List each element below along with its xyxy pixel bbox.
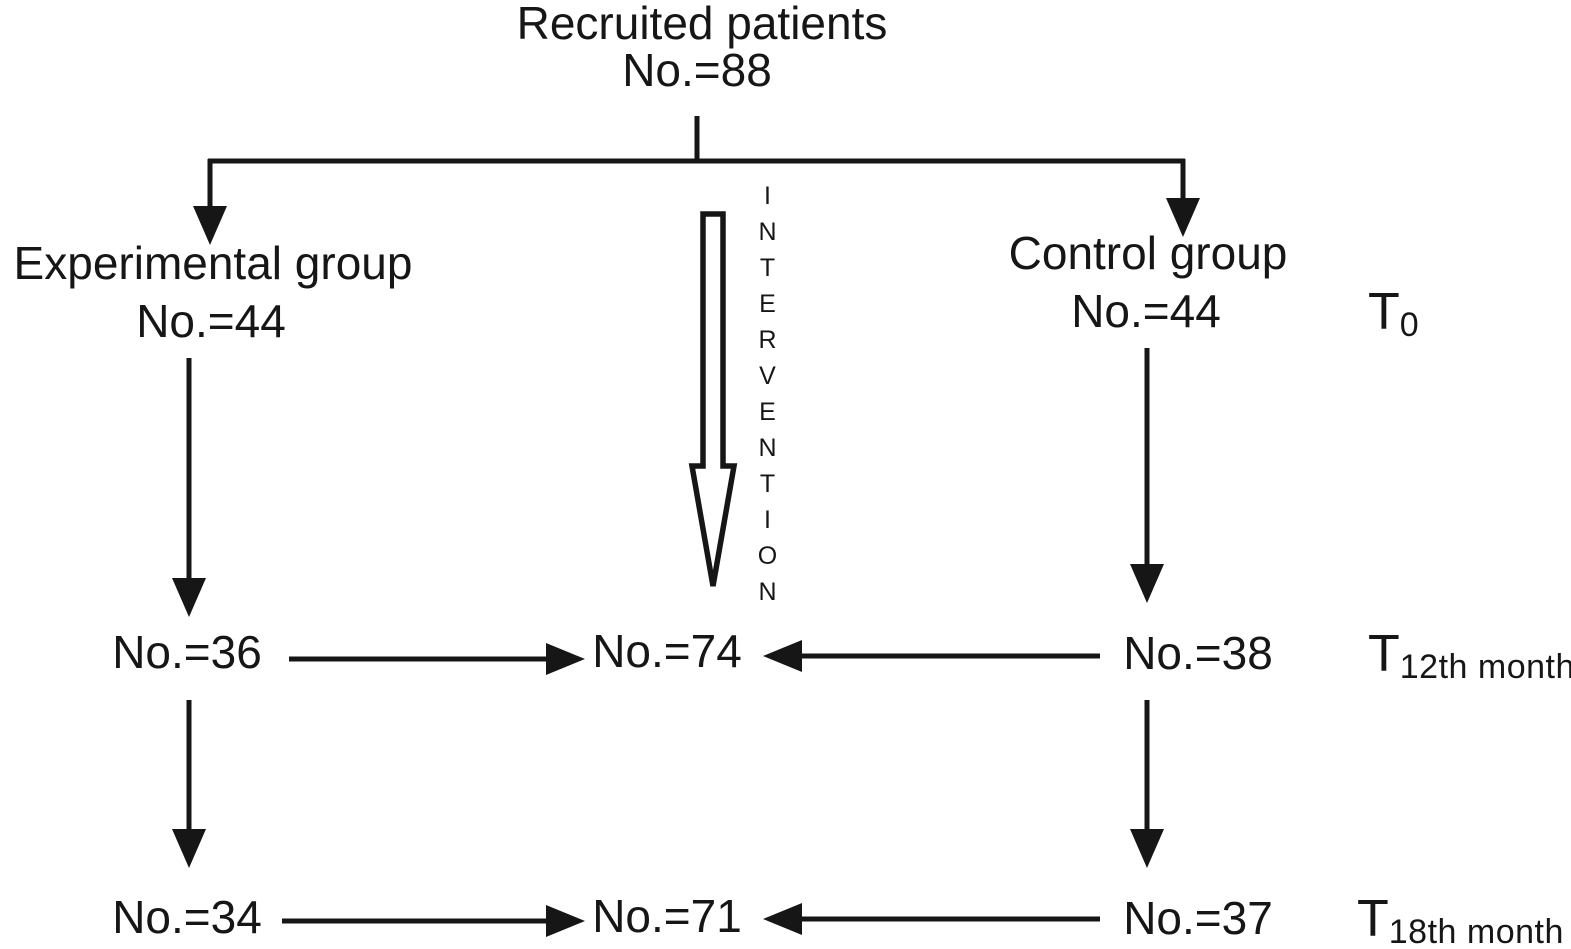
experimental-month12-count: No.=36: [112, 626, 262, 678]
experimental-baseline-count: No.=44: [136, 295, 286, 347]
experimental-branch-arrowhead-icon: [193, 206, 227, 245]
timepoint-t18-symbol: T: [1357, 890, 1389, 948]
timepoint-t18-label: T18th month: [1357, 893, 1564, 949]
timepoint-t18-subscript: 18th month: [1388, 913, 1564, 949]
experimental-group-title: Experimental group: [13, 237, 413, 289]
root-title: Recruited patients: [516, 0, 888, 49]
timepoint-t0-label: T0: [1368, 286, 1419, 342]
control-group-title: Control group: [1008, 227, 1288, 279]
t12-left-merge-arrowhead-icon: [546, 643, 585, 675]
control-branch-arrowhead-icon: [1166, 198, 1200, 237]
control-month12-count: No.=38: [1123, 627, 1273, 679]
timepoint-t12-symbol: T: [1368, 625, 1400, 683]
control-month18-count: No.=37: [1123, 892, 1273, 944]
t12-right-merge-arrowhead-icon: [763, 640, 802, 672]
timepoint-t12-label: T12th month: [1368, 628, 1571, 684]
combined-month18-count: No.=71: [592, 890, 742, 942]
timepoint-t0-symbol: T: [1368, 283, 1400, 341]
control-baseline-count: No.=44: [1071, 285, 1221, 337]
intervention-label: INTERVENTION: [753, 182, 782, 614]
combined-month12-count: No.=74: [592, 625, 742, 677]
control-t12-t18-arrowhead-icon: [1130, 829, 1164, 868]
intervention-arrow-icon: [688, 211, 738, 587]
t18-right-merge-arrowhead-icon: [763, 903, 802, 935]
experimental-t12-t18-arrowhead-icon: [172, 829, 206, 868]
t18-left-merge-arrowhead-icon: [546, 905, 585, 937]
timepoint-t0-subscript: 0: [1399, 306, 1420, 344]
experimental-t0-t12-arrowhead-icon: [172, 578, 206, 617]
timepoint-t12-subscript: 12th month: [1399, 648, 1571, 686]
root-count: No.=88: [622, 44, 772, 96]
control-t0-t12-arrowhead-icon: [1130, 564, 1164, 603]
experimental-month18-count: No.=34: [112, 891, 262, 943]
